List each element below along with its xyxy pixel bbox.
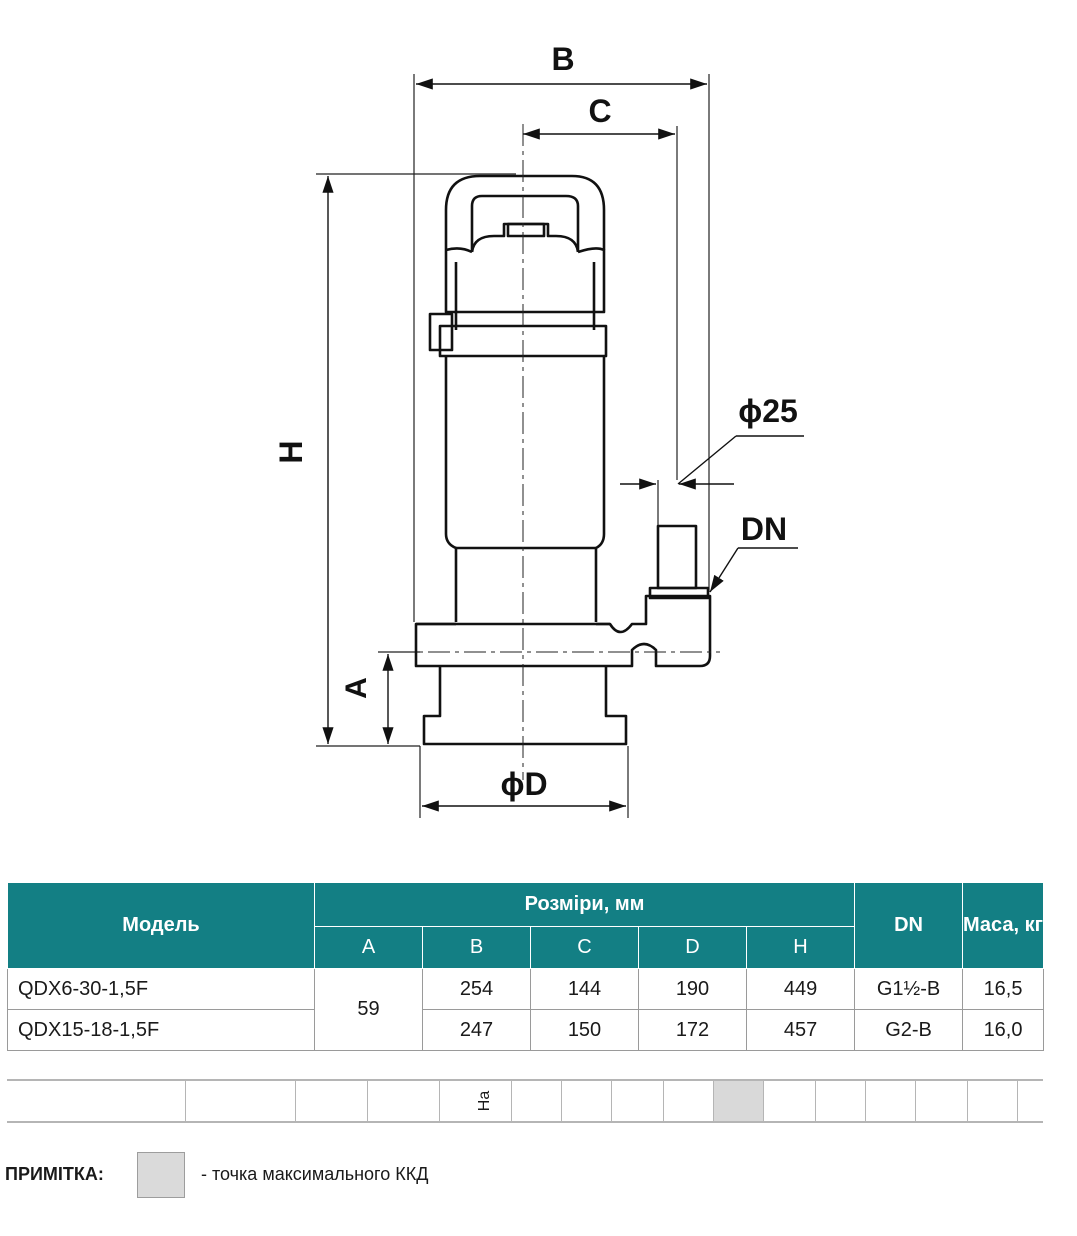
cell-mass: 16,0 [962,1009,1045,1051]
strip-cell [1017,1081,1043,1121]
header-d: D [638,926,747,969]
cell-h: 449 [745,968,856,1010]
label-A: A [340,677,373,699]
cell-h: 457 [745,1009,856,1051]
extension-lines [316,74,710,818]
strip-cell [915,1081,967,1121]
dimension-lines [322,78,804,812]
header-dimensions: Розміри, мм [313,882,856,927]
cell-d: 172 [638,1009,747,1051]
dn-leader [709,547,739,593]
strip-cell [439,1081,511,1121]
strip-cell [561,1081,611,1121]
strip-label: На [473,1081,497,1121]
strip-cell [865,1081,915,1121]
strip-cell [611,1081,663,1121]
strip-cell [185,1081,295,1121]
cell-dn: G2-B [854,1009,964,1051]
pump-outline [414,174,712,746]
cell-model: QDX15-18-1,5F [7,1009,315,1051]
strip-cell [763,1081,815,1121]
label-d25: ϕ25 [738,393,798,429]
pump-dimension-drawing: B C H A ϕD ϕ25 DN [273,41,804,818]
label-B: B [551,41,574,77]
label-H: H [273,440,309,463]
note: ПРИМІТКА: - точка максимального ККД [5,1152,605,1200]
header-model: Модель [7,882,315,969]
strip-cell [511,1081,561,1121]
strip-cell-max-efficiency [713,1081,763,1121]
specification-table: Модель Розміри, мм DN Маса, кг A B C D H… [7,882,1045,1051]
cell-b: 247 [422,1009,531,1051]
performance-grid-strip: На [7,1079,1043,1123]
cell-d: 190 [638,968,747,1010]
header-dn: DN [854,882,964,969]
strip-cell [663,1081,713,1121]
note-text: - точка максимального ККД [201,1164,429,1184]
strip-label-text: На [475,1090,493,1112]
header-mass: Маса, кг [962,882,1045,969]
strip-cell [967,1081,1017,1121]
cell-b: 254 [422,968,531,1010]
strip-cell [295,1081,367,1121]
cell-dn: G1½-B [854,968,964,1010]
header-a: A [314,926,423,969]
note-swatch [137,1152,185,1198]
cell-c: 150 [530,1009,639,1051]
label-DN: DN [741,511,787,547]
cell-mass: 16,5 [962,968,1045,1010]
header-c: C [530,926,639,969]
table-row: QDX6-30-1,5F 59 254 144 190 449 G1½-B 16… [7,968,1045,1051]
strip-cell [367,1081,439,1121]
strip-cell [815,1081,865,1121]
cell-a-shared: 59 [314,968,423,1051]
note-label: ПРИМІТКА: [5,1164,104,1184]
header-b: B [422,926,531,969]
header-h: H [745,926,856,969]
dim-25-leader [677,435,737,485]
cell-model: QDX6-30-1,5F [7,968,315,1010]
table-row: QDX15-18-1,5F 247 150 172 457 G2-B 16,0 [7,1009,1045,1051]
label-C: C [588,93,611,129]
cell-c: 144 [530,968,639,1010]
label-D: ϕD [500,766,547,802]
